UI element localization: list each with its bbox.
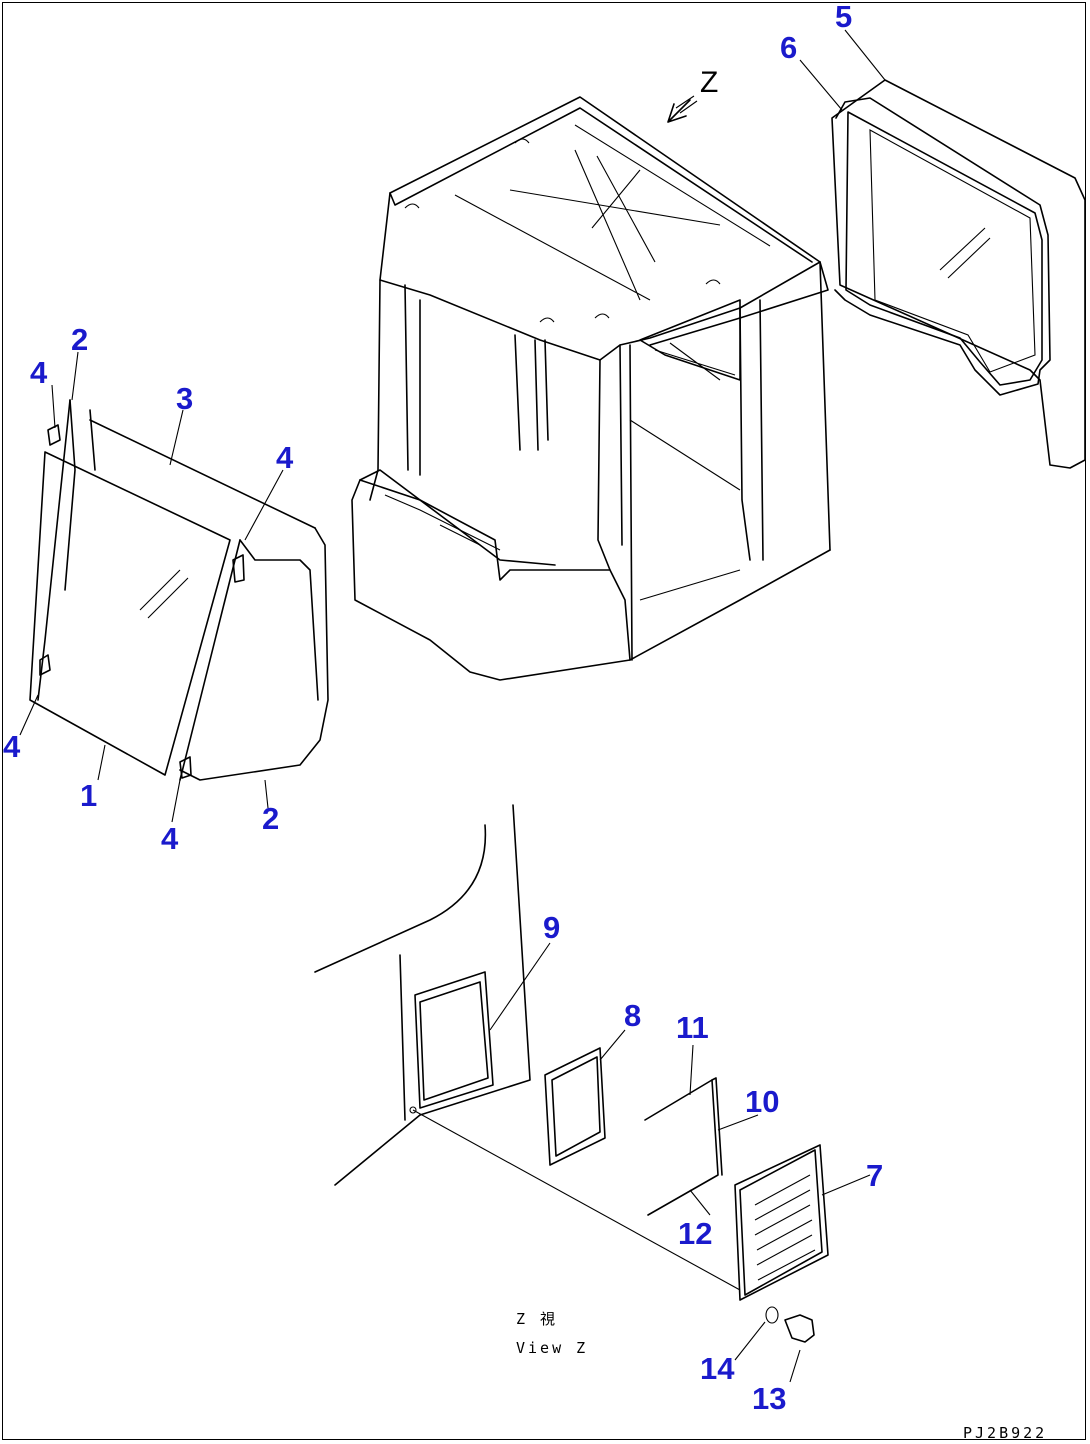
callout-6: 6 <box>780 30 797 65</box>
callout-2-bottom: 2 <box>262 801 279 836</box>
callout-14: 14 <box>700 1351 735 1386</box>
callouts: 2 4 3 4 4 1 4 2 5 6 9 8 11 10 7 12 14 13 <box>3 0 883 1416</box>
view-note-top: Z 視 <box>516 1310 558 1328</box>
callout-3: 3 <box>176 381 193 416</box>
view-arrow-label: Z <box>700 66 718 99</box>
callout-1: 1 <box>80 778 97 813</box>
callout-4-right: 4 <box>276 440 294 475</box>
view-z-panel <box>314 804 829 1343</box>
callout-7: 7 <box>866 1158 883 1193</box>
callout-9: 9 <box>543 910 560 945</box>
cab-assembly <box>351 96 831 681</box>
callout-12: 12 <box>678 1216 712 1251</box>
callout-13: 13 <box>752 1381 786 1416</box>
callout-11: 11 <box>676 1010 709 1045</box>
callout-4-bottom-left: 4 <box>3 729 21 764</box>
callout-10: 10 <box>745 1084 779 1119</box>
callout-4-bottom: 4 <box>161 821 179 856</box>
callout-2-top: 2 <box>71 322 88 357</box>
front-window-part <box>29 399 329 781</box>
callout-5: 5 <box>835 0 852 34</box>
leader-lines <box>19 29 886 1383</box>
side-window-part <box>831 79 1086 469</box>
view-note-bottom: View Z <box>516 1339 588 1357</box>
drawing-code: PJ2B922 <box>963 1424 1047 1442</box>
callout-4-top-left: 4 <box>30 355 48 390</box>
view-z-arrow: Z <box>667 66 718 123</box>
callout-8: 8 <box>624 998 641 1033</box>
